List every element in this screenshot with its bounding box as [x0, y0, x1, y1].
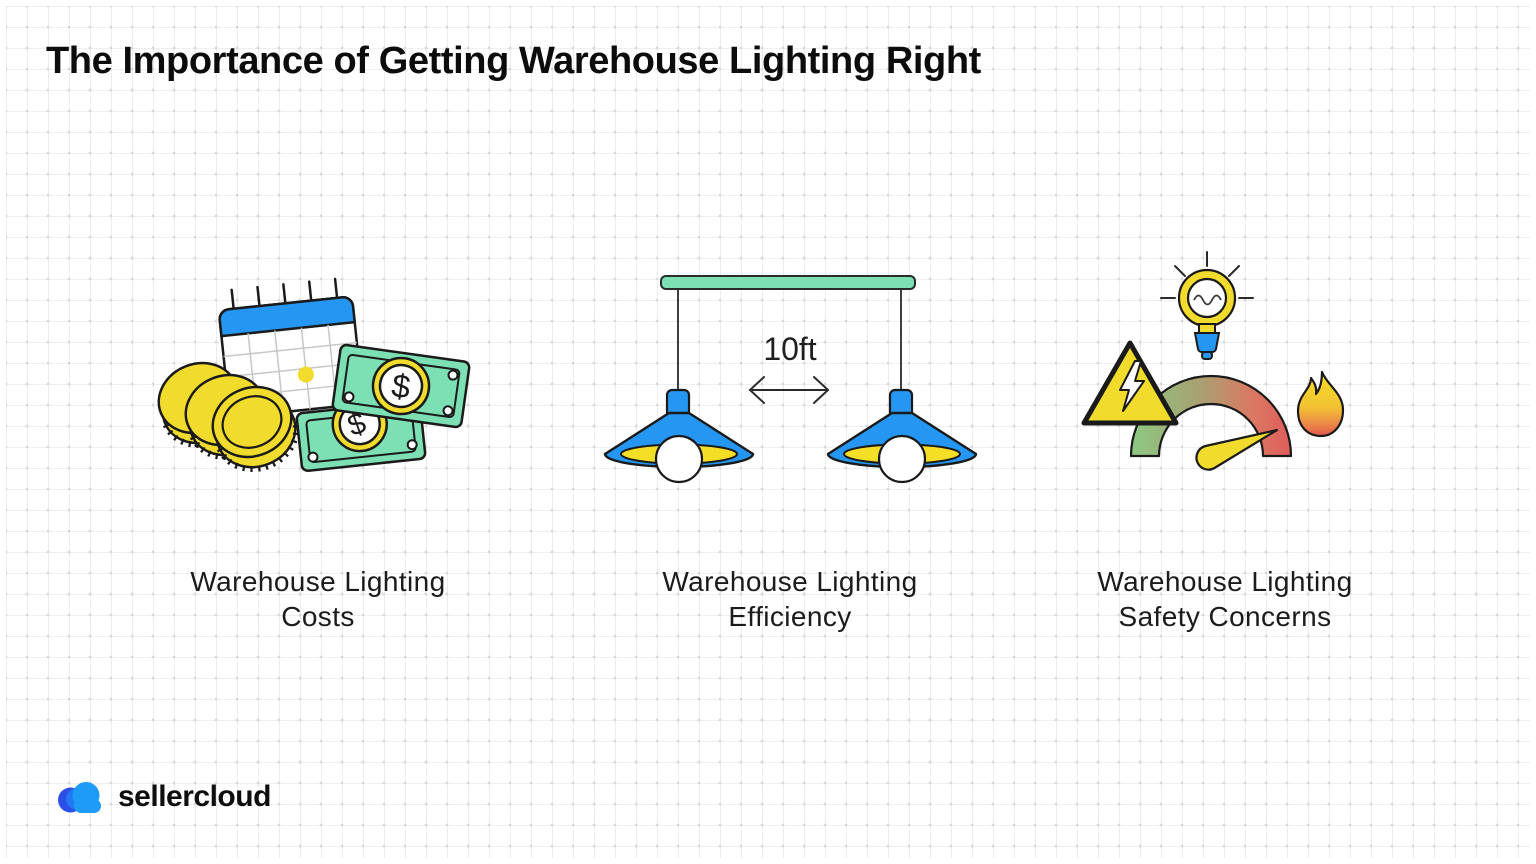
ceiling-rail: [660, 275, 916, 290]
pendant-lamp-icon: [603, 388, 755, 484]
safety-label-line1: Warehouse Lighting: [1097, 566, 1353, 597]
warning-triangle-icon: [1081, 340, 1179, 426]
efficiency-label-line2: Efficiency: [728, 601, 852, 632]
money-calendar-icon: $ $: [157, 277, 471, 472]
efficiency-label-line1: Warehouse Lighting: [662, 566, 918, 597]
efficiency-label: Warehouse Lighting Efficiency: [540, 564, 1040, 634]
dollar-sign: $: [389, 366, 412, 405]
distance-arrow-icon: [748, 376, 830, 404]
safety-label: Warehouse Lighting Safety Concerns: [975, 564, 1475, 634]
flame-icon: [1296, 370, 1345, 438]
gauge-icon: [1129, 374, 1293, 471]
safety-illustration: [975, 240, 1475, 502]
safety-label-line2: Safety Concerns: [1118, 601, 1332, 632]
calendar-day-marker: [297, 366, 314, 383]
lightning-bolt: [1119, 360, 1145, 412]
brand-name: sellercloud: [118, 780, 271, 813]
section-efficiency: 10ft Warehouse Lighting Efficiency: [540, 240, 1040, 634]
page-title: The Importance of Getting Warehouse Ligh…: [46, 40, 981, 82]
gauge-needle: [1195, 428, 1279, 471]
efficiency-illustration: 10ft: [540, 240, 1040, 502]
costs-illustration: $ $: [68, 240, 568, 502]
section-safety: Warehouse Lighting Safety Concerns: [975, 240, 1475, 634]
distance-label: 10ft: [763, 331, 816, 367]
lightbulb-icon: [1160, 251, 1254, 360]
coin-stack-icon: [157, 361, 300, 472]
brand-footer: sellercloud: [57, 780, 271, 814]
costs-label: Warehouse Lighting Costs: [68, 564, 568, 634]
costs-label-line2: Costs: [281, 601, 355, 632]
costs-label-line1: Warehouse Lighting: [190, 566, 446, 597]
sellercloud-logo-icon: [58, 782, 101, 813]
section-costs: $ $: [68, 240, 568, 634]
pendant-lamp-icon: [826, 388, 978, 484]
bulb: [654, 434, 704, 484]
dollar-bill-front-icon: $: [331, 343, 471, 429]
filament: [1193, 294, 1222, 306]
hanging-lamps-icon: 10ft: [603, 275, 978, 484]
safety-icons: [1081, 251, 1345, 471]
